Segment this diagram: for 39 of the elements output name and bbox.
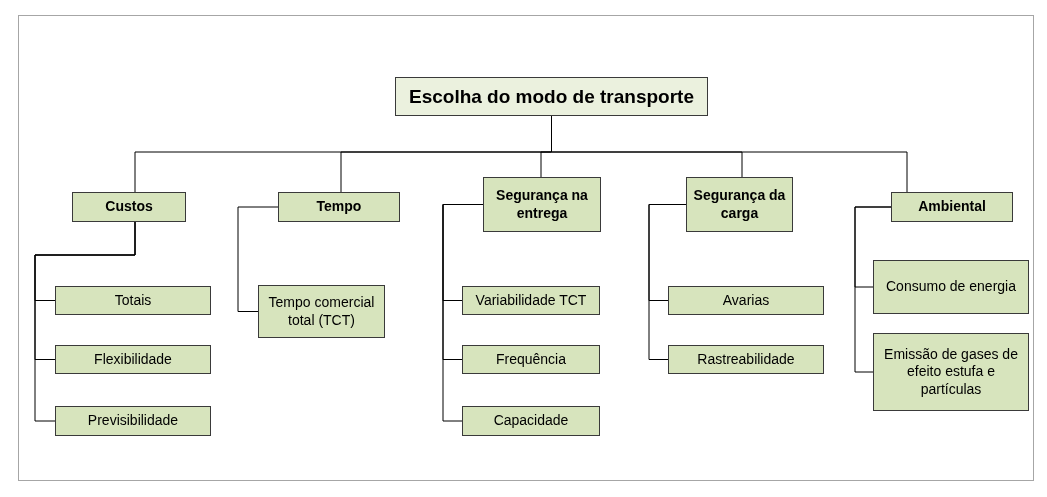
criterion-box	[873, 260, 1029, 314]
category-box	[278, 192, 400, 222]
box-label: Consumo de energia	[886, 278, 1016, 296]
box-label: Emissão de gases de efeito estufa e partículas	[883, 345, 1019, 399]
box-label: Custos	[105, 198, 153, 216]
category-box	[686, 177, 793, 232]
criterion-box	[668, 345, 824, 374]
criterion-box	[55, 406, 211, 436]
box-label: Escolha do modo de transporte	[408, 84, 694, 109]
box-label: Frequência	[495, 350, 566, 369]
box-label: Flexibilidade	[94, 350, 172, 369]
connector-line	[442, 204, 484, 422]
connector-line	[648, 204, 687, 360]
connector-line	[854, 206, 892, 373]
category-box	[483, 177, 601, 232]
title-box	[395, 77, 708, 116]
criterion-box	[462, 345, 600, 374]
connector-line	[237, 206, 279, 312]
category-box	[72, 192, 186, 222]
criterion-box	[462, 286, 600, 315]
box-label: Segurança na entrega	[495, 187, 589, 222]
criterion-box	[55, 286, 211, 315]
box-label: Segurança da carga	[692, 187, 787, 222]
category-box	[891, 192, 1013, 222]
box-label: Rastreabilidade	[697, 350, 795, 369]
box-label: Totais	[114, 291, 152, 310]
criterion-box	[462, 406, 600, 436]
criterion-box	[873, 333, 1029, 411]
box-label: Avarias	[722, 291, 770, 310]
box-label: Tempo comercial total (TCT)	[267, 294, 376, 329]
criterion-box	[258, 285, 385, 338]
connector-line	[34, 221, 136, 422]
box-label: Capacidade	[493, 412, 569, 430]
criterion-box	[55, 345, 211, 374]
box-label: Variabilidade TCT	[475, 291, 587, 310]
criterion-box	[668, 286, 824, 315]
box-label: Previsibilidade	[87, 412, 179, 430]
box-label: Ambiental	[918, 198, 986, 216]
box-label: Tempo	[316, 198, 362, 216]
